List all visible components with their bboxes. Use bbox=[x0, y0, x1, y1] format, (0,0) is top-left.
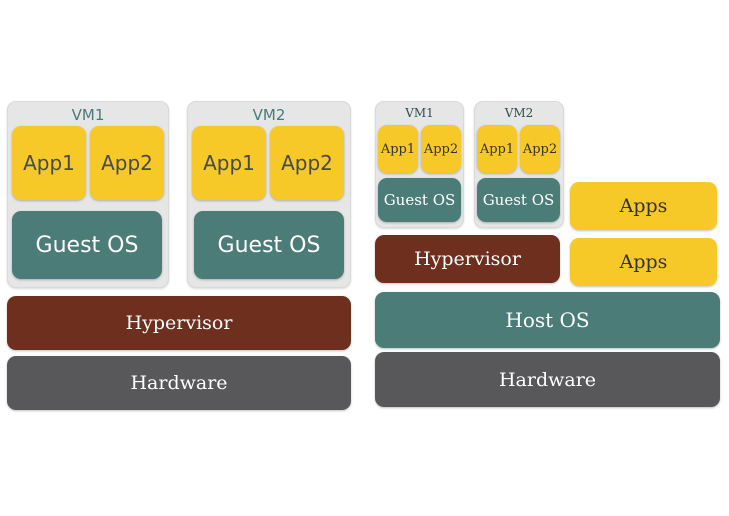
r-vm2-label: VM2 bbox=[504, 106, 534, 120]
vm1-app1: App1 bbox=[12, 126, 86, 200]
left-hypervisor: Hypervisor bbox=[7, 296, 351, 350]
r-vm2-app1: App1 bbox=[477, 125, 517, 173]
r-apps-top: Apps bbox=[570, 182, 717, 230]
r-hypervisor: Hypervisor bbox=[375, 235, 560, 283]
vm1-label: VM1 bbox=[71, 106, 105, 124]
r-vm1-app2: App2 bbox=[421, 125, 461, 173]
r-vm1-label: VM1 bbox=[405, 106, 434, 120]
r-vm1-guest-os: Guest OS bbox=[378, 178, 461, 222]
vm2-label: VM2 bbox=[252, 106, 286, 124]
left-hardware: Hardware bbox=[7, 356, 351, 410]
vm1-app2: App2 bbox=[90, 126, 164, 200]
vm1-guest-os: Guest OS bbox=[12, 211, 162, 279]
r-vm2-guest-os: Guest OS bbox=[477, 178, 560, 222]
r-apps-bottom: Apps bbox=[570, 238, 717, 286]
r-vm2-app2: App2 bbox=[520, 125, 560, 173]
vm2-app2: App2 bbox=[270, 126, 344, 200]
r-host-os: Host OS bbox=[375, 292, 720, 348]
vm2-app1: App1 bbox=[192, 126, 266, 200]
r-hardware: Hardware bbox=[375, 352, 720, 407]
r-vm1-app1: App1 bbox=[378, 125, 418, 173]
vm2-guest-os: Guest OS bbox=[194, 211, 344, 279]
